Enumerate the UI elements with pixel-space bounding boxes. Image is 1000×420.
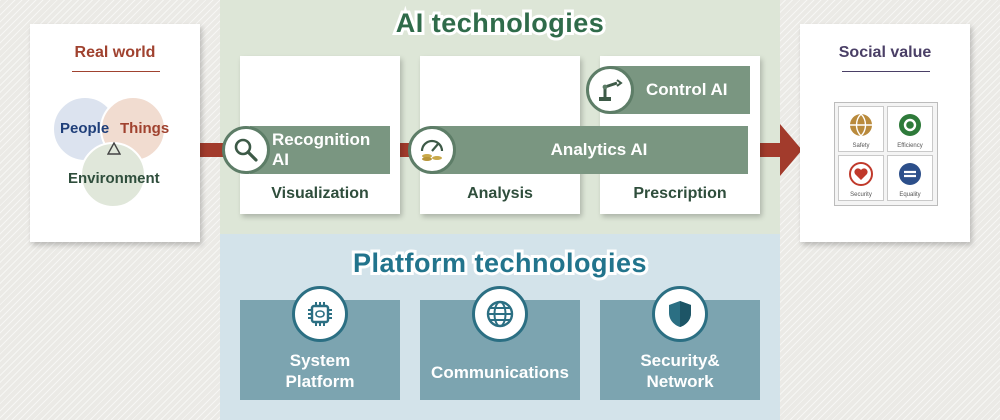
tile-equality: Equality [887, 155, 933, 201]
real-world-rule [72, 71, 160, 72]
social-value-tiles: Safety Efficiency Security Equality [834, 102, 938, 206]
control-ai-label: Control AI [646, 80, 728, 99]
social-value-title: Social value [838, 44, 932, 61]
real-world-card: Real world People Things Environment [30, 24, 200, 242]
system-platform-line1: System [289, 351, 351, 370]
system-platform-line2: Platform [285, 372, 355, 391]
venn-environment [80, 142, 146, 208]
analytics-ai-label: Analytics AI [550, 140, 648, 159]
tile-label-equality: Equality [899, 192, 921, 198]
recognition-ai-label: Recognition AI [272, 130, 371, 169]
gauge-coins-icon [408, 126, 456, 174]
security-network-line2: Network [646, 372, 714, 391]
social-value-rule [842, 71, 930, 72]
communications-line1: Communications [431, 363, 569, 382]
venn-label-things: Things [120, 120, 170, 137]
venn-label-people: People [60, 120, 110, 137]
tile-label-security: Security [850, 192, 872, 198]
tile-efficiency: Efficiency [887, 106, 933, 152]
security-heart-icon [849, 162, 873, 186]
shield-icon [652, 286, 708, 342]
recognition-ai-bar: Recognition AI [250, 126, 390, 174]
real-world-title: Real world [74, 44, 156, 61]
magnifier-icon [222, 126, 270, 174]
tile-security: Security [838, 155, 884, 201]
security-network-line1: Security& [640, 351, 720, 370]
tile-label-efficiency: Efficiency [897, 143, 923, 149]
equality-link-icon [899, 163, 921, 185]
safety-globe-icon [850, 113, 872, 137]
prescription-label: Prescription [633, 185, 727, 202]
analysis-label: Analysis [467, 185, 533, 202]
chip-icon [292, 286, 348, 342]
output-arrow-head [780, 124, 802, 176]
globe-icon [472, 286, 528, 342]
venn-center-triangle-icon [107, 142, 121, 155]
social-value-card: Social value Safety Efficiency Security [800, 24, 970, 242]
platform-technologies-title: Platform technologies [350, 245, 650, 281]
tile-safety: Safety [838, 106, 884, 152]
efficiency-cycle-icon [899, 114, 921, 136]
tile-label-safety: Safety [852, 143, 870, 149]
visualization-label: Visualization [271, 185, 369, 202]
ai-technologies-title: AI technologies [393, 5, 607, 41]
security-network-box: Security& Network [600, 300, 760, 400]
robot-arm-icon [586, 66, 634, 114]
analytics-ai-bar: Analytics AI [430, 126, 748, 174]
venn-label-environment: Environment [68, 170, 160, 187]
